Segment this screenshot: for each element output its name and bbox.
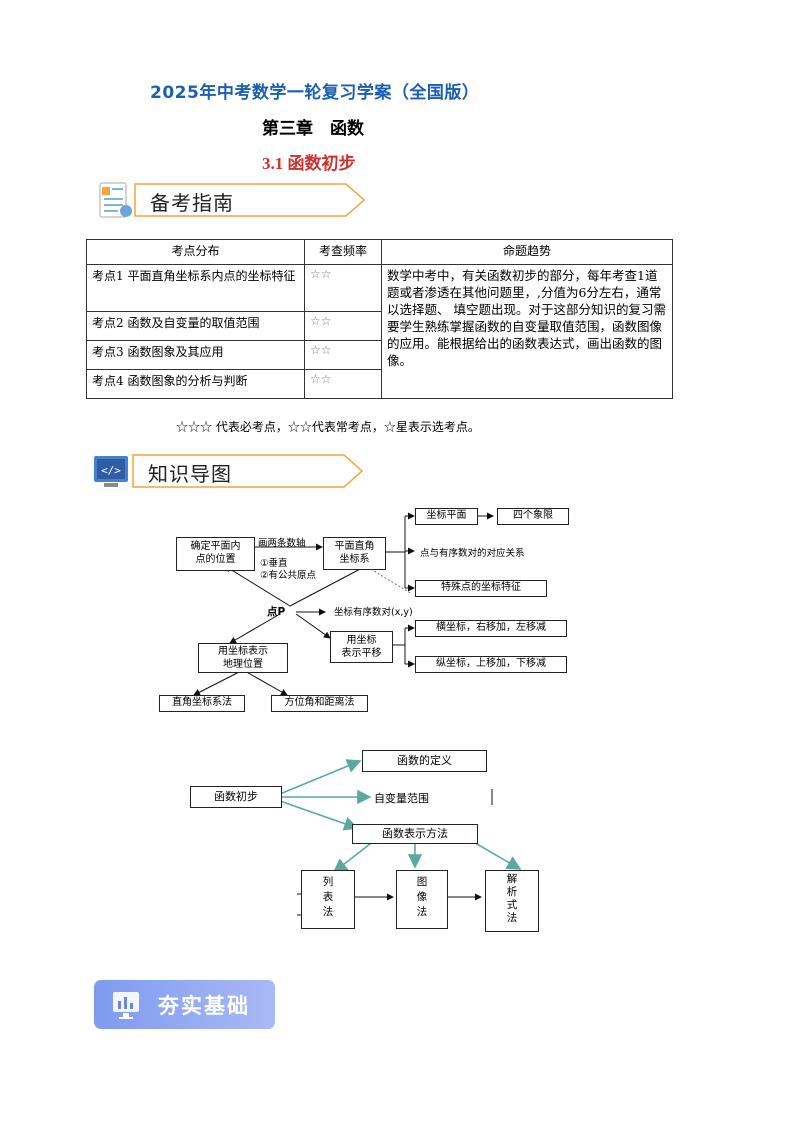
edge-label-ordered-pair: 坐标有序数对(x,y): [334, 607, 413, 618]
mindmap-banner-label: 知识导图: [148, 462, 232, 486]
exam-point-cell: 考点4 函数图象的分析与判断: [86, 369, 305, 399]
basics-banner-label: 夯实基础: [158, 994, 250, 1018]
edge-label-common-origin: ②有公共原点: [260, 570, 317, 581]
exam-points-table: 考点分布 考查频率 命题趋势 考点1 平面直角坐标系内点的坐标特征 ☆☆ 数学中…: [86, 239, 673, 399]
edge-label-draw-axes: 画两条数轴: [258, 538, 306, 549]
node-table-method: 列 表 法: [301, 870, 355, 929]
node-domain-range: 自变量范围: [374, 792, 429, 805]
node-formula-method: 解 析 式 法: [485, 870, 539, 932]
node-coordinate-system: 平面直角 坐标系: [323, 537, 386, 570]
section-title: 3.1 函数初步: [262, 154, 356, 173]
node-function-definition: 函数的定义: [362, 750, 487, 772]
report-chart-icon: [113, 992, 139, 1019]
star-legend-note: ☆☆☆ 代表必考点，☆☆代表常考点，☆星表示选考点。: [176, 420, 480, 434]
chapter-title: 第三章 函数: [262, 119, 364, 139]
table-row: 考点1 平面直角坐标系内点的坐标特征 ☆☆ 数学中考中，有关函数初步的部分，每年…: [86, 264, 673, 399]
node-point-p: 点P: [267, 606, 286, 618]
clipboard-icon: [99, 182, 132, 218]
table-header: 考点分布: [86, 239, 305, 265]
code-screen-icon: </>: [94, 456, 128, 487]
node-geographic-location: 用坐标表示 地理位置: [198, 643, 288, 673]
table-row: 考点4 函数图象的分析与判断 ☆☆: [86, 369, 673, 399]
formula-method-label: 解 析 式 法: [506, 873, 518, 924]
graph-method-label: 图 像 法: [416, 876, 428, 918]
table-header-row: 考点分布 考查频率 命题趋势: [86, 239, 673, 265]
node-special-points: 特殊点的坐标特征: [415, 580, 547, 597]
node-bearing-distance-method: 方位角和距离法: [271, 695, 368, 712]
frequency-cell: ☆☆: [304, 311, 382, 341]
page-title: 2025年中考数学一轮复习学案（全国版）: [150, 83, 480, 103]
node-point-pair-correspondence: 点与有序数对的对应关系: [420, 548, 525, 559]
guide-banner-label: 备考指南: [150, 191, 234, 215]
trend-cell: 数学中考中，有关函数初步的部分，每年考查1道题或者渗透在其他问题里，,分值为6分…: [381, 264, 673, 399]
node-function-basics: 函数初步: [190, 786, 282, 808]
node-vertical-shift: 纵坐标，上移加，下移减: [415, 656, 567, 673]
node-coordinate-plane: 坐标平面: [415, 508, 478, 525]
basics-banner: 夯实基础: [94, 980, 275, 1029]
guide-banner: 备考指南: [96, 182, 386, 218]
node-representation-methods: 函数表示方法: [352, 824, 478, 844]
node-four-quadrants: 四个象限: [497, 508, 569, 525]
frequency-cell: ☆☆: [304, 264, 382, 312]
node-cartesian-method: 直角坐标系法: [159, 695, 245, 712]
edge-label-perpendicular: ①垂直: [260, 558, 288, 569]
node-horizontal-shift: 横坐标，右移加，左移减: [415, 620, 567, 637]
node-translation: 用坐标 表示平移: [330, 631, 393, 663]
svg-text:</>: </>: [101, 464, 121, 477]
node-graph-method: 图 像 法: [396, 870, 448, 929]
node-locate-point: 确定平面内 点的位置: [176, 537, 255, 571]
frequency-cell: ☆☆: [304, 369, 382, 399]
exam-point-cell: 考点1 平面直角坐标系内点的坐标特征: [86, 264, 305, 312]
mindmap-banner: </> 知识导图: [92, 454, 382, 488]
table-method-label: 列 表 法: [322, 876, 334, 918]
